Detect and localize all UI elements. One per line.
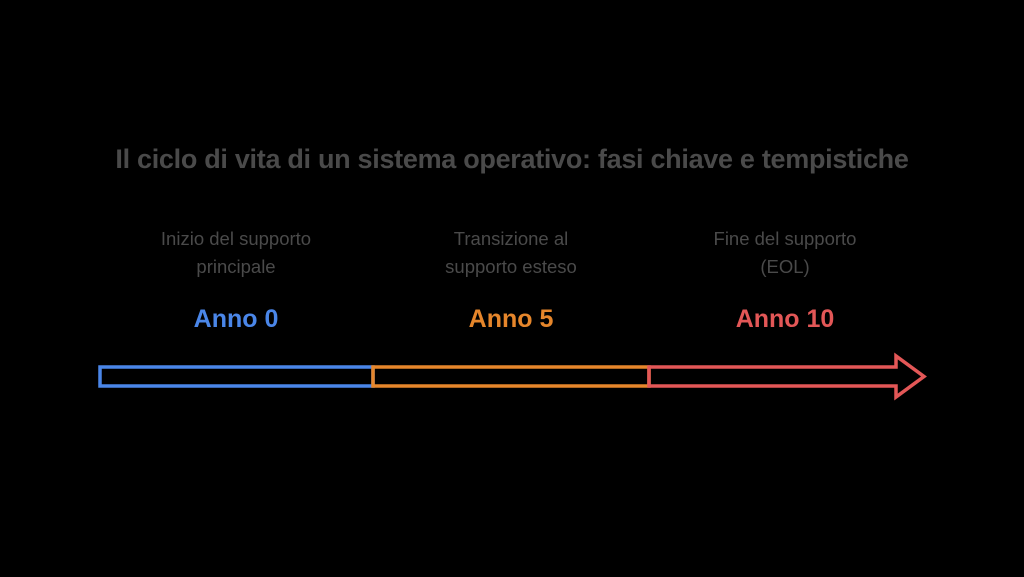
phase-label-line: (EOL) xyxy=(760,256,810,277)
phase-label-start: Inizio del supporto principale xyxy=(106,225,366,281)
phase-label-line: principale xyxy=(196,256,276,277)
diagram-title: Il ciclo di vita di un sistema operativo… xyxy=(115,144,909,174)
phase-year-eol: Anno 10 xyxy=(735,305,835,333)
phase-label-line: Inizio del supporto xyxy=(160,228,312,249)
phase-label-line: supporto esteso xyxy=(445,256,577,277)
phase-label-line: Transizione al xyxy=(453,228,569,249)
segment-start xyxy=(98,365,375,388)
segment-eol-arrow xyxy=(647,352,927,401)
phase-label-transition: Transizione al supporto esteso xyxy=(381,225,641,281)
phase-label-line: Fine del supporto xyxy=(713,228,857,249)
phase-label-eol: Fine del supporto (EOL) xyxy=(655,225,915,281)
phase-year-transition: Anno 5 xyxy=(468,305,554,333)
phase-year-start: Anno 0 xyxy=(193,305,279,333)
segment-transition xyxy=(371,365,651,388)
